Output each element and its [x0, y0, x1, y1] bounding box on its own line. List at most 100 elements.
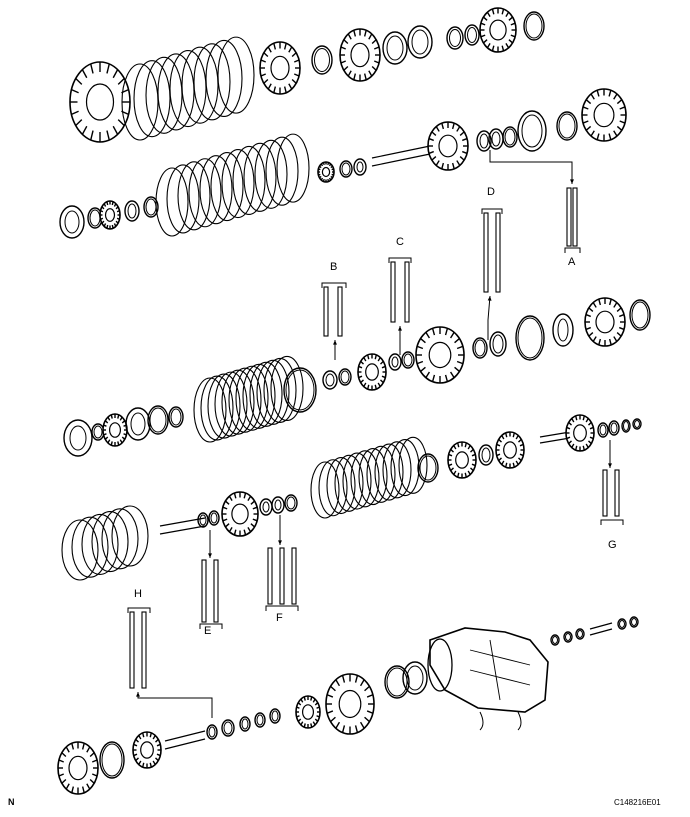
row1-end-gear-tooth — [505, 11, 510, 18]
rods-d-rod — [495, 212, 501, 293]
row1-end-gear-tooth — [510, 22, 516, 26]
row5-gear-tooth — [152, 735, 156, 740]
row2-bearing-b-tooth — [320, 163, 324, 167]
rods-d-rod — [483, 212, 489, 293]
row2-bearing-tooth — [106, 201, 109, 206]
row4-bearing-body — [447, 441, 477, 479]
row5-bearing-tooth — [296, 715, 300, 718]
row5-planetary-drum-tooth — [364, 716, 370, 723]
row3-bearing-tooth — [119, 416, 123, 421]
rods-c-rod — [404, 261, 410, 323]
row4-ring-c — [259, 498, 273, 516]
row2-ring-d-outer — [339, 160, 353, 178]
row2-input-shaft-bottom — [371, 153, 431, 167]
row2-clutch-pack-disc — [177, 161, 211, 231]
bracket-c — [388, 257, 412, 263]
row2-end-drum-tooth — [582, 106, 589, 110]
row2-bearing-tooth — [106, 224, 109, 229]
row4-carrier-tooth — [224, 523, 230, 528]
row1-snap-end-inner — [525, 13, 543, 39]
row2-bearing-b-tooth — [319, 175, 322, 179]
rods-f-rod — [291, 547, 297, 605]
row1-drum-gear-tooth — [353, 30, 357, 37]
callout-c: C — [396, 236, 404, 248]
row3-gear-tooth — [381, 375, 386, 379]
row1-snap-ring-outer — [311, 45, 333, 75]
row4-ring-i — [621, 419, 631, 433]
row1-end-gear-tooth — [508, 16, 514, 21]
row3-gear-tooth — [358, 375, 363, 379]
row5-ring-d-outer — [254, 712, 266, 728]
rods-e — [201, 559, 219, 623]
row5-snap-outer — [99, 741, 125, 779]
arrow-to-f-head — [278, 540, 282, 545]
row1-hub-gear-tooth — [288, 83, 293, 90]
row3-gear-tooth — [377, 382, 381, 387]
row4-ring-i-inner — [623, 421, 629, 431]
row4-clutch-pack-b-disc — [390, 439, 420, 497]
row3-clutch-pack-disc — [193, 377, 227, 443]
row4-bearing — [447, 441, 477, 479]
row5-drum-tooth — [65, 746, 70, 753]
row1-drum-gear-tooth — [373, 46, 380, 50]
row3-carrier-tooth — [425, 371, 431, 379]
row4-hub-tooth — [498, 457, 502, 462]
row2-end-drum-tooth — [596, 133, 600, 140]
callout-e: E — [204, 625, 211, 637]
row4-carrier-tooth — [243, 529, 247, 536]
callout-h: H — [134, 588, 142, 600]
row2-carrier-hub — [438, 134, 458, 158]
row1-hub-gear-tooth — [293, 59, 300, 63]
row5-bearing-body — [295, 695, 321, 729]
row4-gear-tooth — [574, 445, 578, 451]
row4-bearing-tooth — [464, 442, 468, 448]
row5-bearing-tooth — [303, 723, 306, 728]
row4-bearing-tooth — [471, 453, 476, 457]
row3-drum-tooth — [608, 298, 612, 306]
row5-drum-tooth — [86, 783, 91, 790]
row1-hub-gear-tooth — [283, 43, 287, 50]
row3-ring-f-outer — [338, 368, 352, 386]
row5-drum-tooth — [61, 778, 67, 784]
pump-drum-tooth — [75, 77, 83, 85]
row5-bearing-tooth — [297, 702, 302, 706]
row3-carrier-tooth — [449, 331, 455, 339]
row5-ring-b — [221, 719, 235, 737]
row4-bearing-tooth — [450, 448, 454, 453]
transmission-case — [427, 627, 549, 731]
row3-bearing-tooth — [107, 439, 111, 444]
row4-bearing-tooth — [456, 472, 460, 478]
row1-drum-gear-tooth — [353, 73, 357, 80]
arrow-to-a-head — [570, 179, 574, 184]
row1-hub-gear-tooth — [273, 43, 277, 50]
row5-drum-tooth — [58, 773, 65, 777]
row5-planetary-drum-tooth — [326, 710, 334, 714]
row1-drum-gear-tooth — [368, 70, 373, 77]
pump-drum-hub — [85, 83, 115, 121]
row2-end-drum-tooth — [616, 125, 623, 131]
row4-clutch-pack-disc — [101, 508, 139, 570]
row3-bearing-tooth — [103, 433, 107, 436]
row1-ring-b — [407, 25, 433, 59]
row2-bearing-tooth — [113, 203, 117, 207]
row4-hub-tooth — [518, 457, 522, 462]
pump-drum-tooth — [81, 69, 88, 79]
row3-ring-j-inner — [492, 334, 504, 354]
row3-bearing-tooth — [117, 414, 120, 419]
rods-h-rod — [141, 611, 147, 689]
pump-drum-tooth — [75, 119, 83, 127]
row3-clutch-pack-disc — [235, 365, 269, 431]
row1-hub-gear-tooth — [291, 78, 297, 84]
row4-ring-d-inner — [274, 499, 282, 511]
row3-ring-f — [338, 368, 352, 386]
row3-bearing-tooth — [104, 436, 109, 440]
bracket-f — [265, 605, 299, 611]
row5-planetary-drum-body — [325, 673, 375, 735]
row3-drum-tooth — [592, 302, 597, 308]
row2-snap — [556, 111, 578, 141]
row2-bearing-b-tooth — [318, 168, 321, 171]
case-outline — [429, 627, 549, 713]
row4-carrier-tooth — [250, 500, 256, 505]
case-clip-b — [517, 711, 522, 731]
row4-hub-tooth — [512, 432, 516, 438]
